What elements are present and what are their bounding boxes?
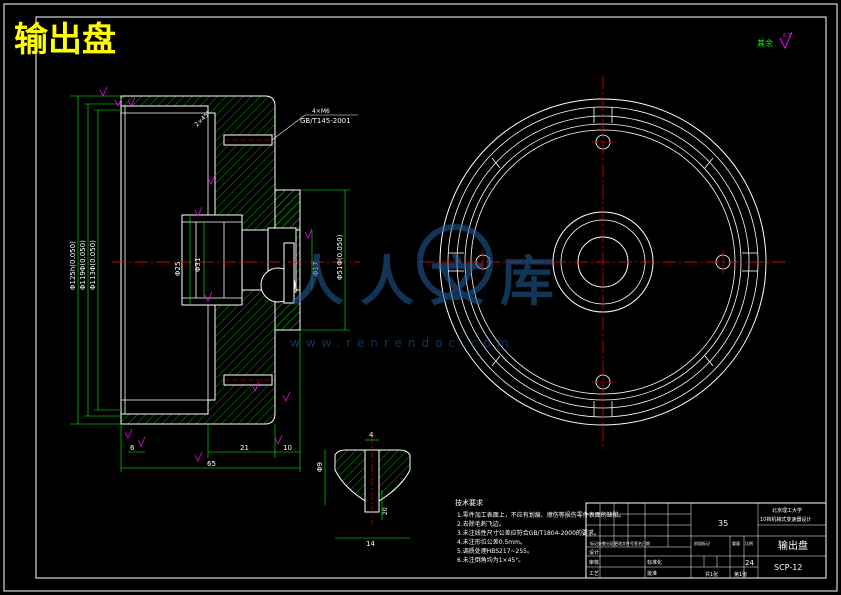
svg-text:6.3: 6.3 bbox=[783, 33, 791, 39]
note-6: 6.未注倒角均为1×45°。 bbox=[457, 556, 524, 564]
pin-dim-diameter: Φ9 bbox=[316, 462, 324, 472]
surface-marks bbox=[99, 86, 313, 462]
standard-callout: GB/T145-2001 bbox=[300, 117, 351, 125]
tb-review: 审核 bbox=[589, 559, 599, 566]
svg-text:www.renrendoc.com: www.renrendoc.com bbox=[290, 336, 514, 350]
tb-approve: 批准 bbox=[647, 570, 657, 577]
pin-dim-width: 4 bbox=[369, 431, 374, 439]
dim-d7: Φ51Φ(0.050) bbox=[336, 234, 344, 280]
svg-text:人人文库: 人人文库 bbox=[290, 250, 570, 313]
watermark: 人人文库 www.renrendoc.com bbox=[290, 224, 570, 350]
note-5: 5.调质处理HBS217~255。 bbox=[457, 547, 533, 555]
outer-border bbox=[3, 3, 838, 592]
tb-school: 北京理工大学 bbox=[772, 507, 802, 514]
tb-sheet-total: 共1张 bbox=[705, 571, 718, 578]
note-3: 3.未注线性尺寸公差应符合GB/T1804-2000的要求。 bbox=[457, 529, 600, 537]
front-view bbox=[420, 75, 790, 450]
tb-part-name: 输出盘 bbox=[778, 539, 808, 552]
dim-w21: 21 bbox=[240, 444, 249, 452]
dim-d4: Φ25 bbox=[174, 262, 182, 276]
tb-material: 35 bbox=[718, 519, 728, 528]
tb-weight: 重量 bbox=[732, 540, 740, 546]
tb-row-label: 标记处数分区更改文件号签名日期 bbox=[590, 540, 650, 546]
tb-project: 10挡机械式变速器设计 bbox=[760, 516, 811, 523]
tb-standardize: 标准化 bbox=[647, 559, 662, 566]
notes-heading: 技术要求 bbox=[455, 498, 483, 507]
tb-sheet-page: 第1张 bbox=[734, 571, 747, 578]
dim-d3: Φ113Φ(0.050) bbox=[89, 240, 97, 290]
tb-scale-label: 比例 bbox=[745, 540, 753, 546]
inner-border bbox=[35, 16, 827, 579]
note-1: 1.零件加工表面上，不应有划痕、擦伤等损伤零件表面的缺陷。 bbox=[457, 511, 625, 519]
svg-text:其余: 其余 bbox=[757, 38, 773, 48]
thread-callout: 4×M6 bbox=[312, 108, 330, 115]
dim-d2: Φ119Φ(0.050) bbox=[79, 240, 87, 290]
dim-d5: Φ31 bbox=[194, 258, 202, 272]
chamfer-note: 2×45° bbox=[193, 110, 212, 129]
tb-design: 设计 bbox=[589, 549, 599, 556]
diameter-dimensions bbox=[70, 95, 350, 425]
note-4: 4.未注形位公差0.5mm。 bbox=[457, 538, 526, 546]
tb-sheet: 24 bbox=[745, 559, 754, 567]
pin-dim-depth: 20 bbox=[382, 507, 389, 515]
section-view: 4×M6 GB/T145-2001 2×45° Φ125h(0.050) Φ11… bbox=[69, 86, 360, 472]
dim-w6: 6 bbox=[130, 444, 135, 452]
technical-notes: 技术要求 1.零件加工表面上，不应有划痕、擦伤等损伤零件表面的缺陷。 2.去除毛… bbox=[455, 498, 625, 564]
pin-detail: 4 14 Φ9 20 bbox=[316, 431, 411, 548]
surface-finish-note: 其余 6.3 bbox=[757, 31, 793, 50]
tb-drawing-no: SCP-12 bbox=[774, 563, 802, 572]
dim-d1: Φ125h(0.050) bbox=[69, 241, 77, 290]
dim-w65: 65 bbox=[207, 460, 216, 468]
title-block: 标记处数分区更改文件号签名日期 设计 审核 工艺 标准化 批准 35 北京理工大… bbox=[585, 502, 827, 579]
note-2: 2.去除毛刺飞边。 bbox=[457, 520, 505, 528]
pin-dim-length: 14 bbox=[366, 540, 375, 548]
tb-process: 工艺 bbox=[589, 571, 599, 577]
drawing-title: 输出盘 bbox=[14, 20, 116, 60]
dim-d6: Φ17 bbox=[312, 262, 320, 276]
tb-stage: 阶段标记 bbox=[694, 540, 710, 546]
central-bore bbox=[181, 214, 243, 306]
dim-w10: 10 bbox=[283, 444, 292, 452]
